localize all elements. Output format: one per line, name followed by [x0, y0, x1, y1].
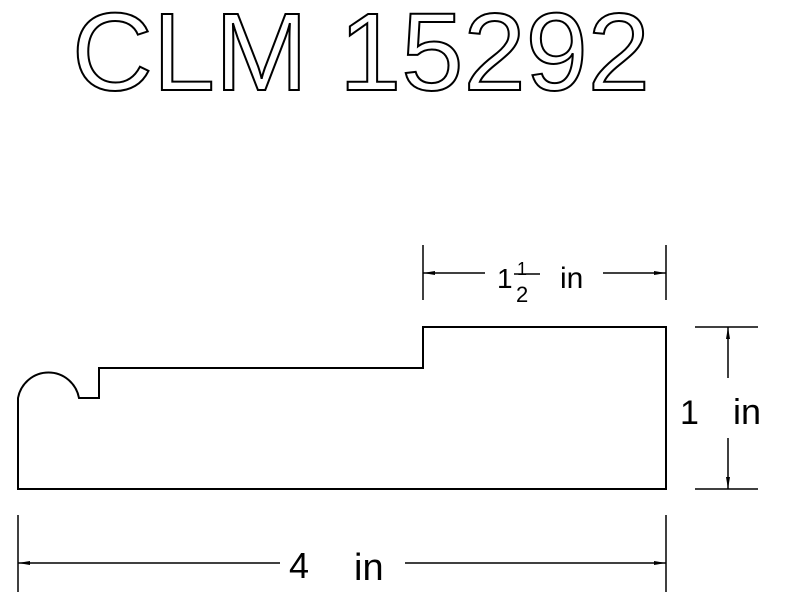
top-dimension-whole: 1	[497, 263, 513, 294]
bottom-dimension-value: 4	[289, 545, 309, 586]
right-dimension-value: 1	[680, 394, 699, 432]
bottom-dimension-unit: in	[354, 547, 384, 589]
top-dimension-denominator: 2	[516, 282, 528, 307]
top-dimension: 1 1 2 in	[422, 245, 667, 307]
bottom-dimension: 4 in	[17, 515, 667, 592]
right-dimension: 1 in	[680, 326, 761, 490]
drawing-title: CLM 15292	[72, 0, 650, 114]
top-dimension-unit: in	[560, 262, 583, 295]
right-dimension-unit: in	[733, 391, 761, 432]
molding-profile	[17, 326, 667, 490]
top-dimension-numerator: 1	[517, 259, 527, 279]
